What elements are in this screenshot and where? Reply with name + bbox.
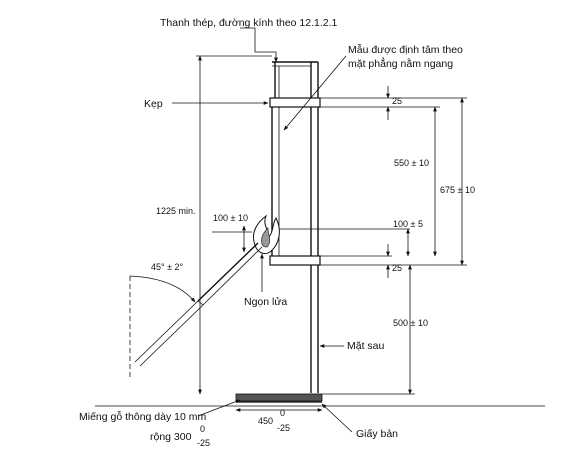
angle-indicator <box>129 275 196 380</box>
sample-centered-label-1: Mẫu được định tâm theo <box>348 43 463 56</box>
clamp-label: Kẹp <box>144 98 163 110</box>
wood-label-sup: 0 <box>200 424 205 434</box>
top-clamp <box>269 97 392 108</box>
width-sup: 0 <box>280 408 285 418</box>
angle-label: 45° ± 2° <box>151 262 184 272</box>
steel-bar-label: Thanh thép, đường kính theo 12.1.2.1 <box>160 17 338 29</box>
right-dimensions <box>279 86 467 395</box>
wood-label-sub: -25 <box>197 438 210 448</box>
back-face-label: Mặt sau <box>347 340 385 352</box>
height-dimension <box>196 55 272 395</box>
flame-dimension <box>212 225 252 253</box>
dim-500-label: 500 ± 10 <box>393 318 428 328</box>
dim-675-label: 675 ± 10 <box>440 185 475 195</box>
height-dimension-label: 1225 min. <box>156 206 196 216</box>
leader-lines <box>172 27 353 433</box>
dim-25-top-label: 25 <box>392 96 402 106</box>
wood-label-2: rộng 300 <box>150 431 192 443</box>
width-sub: -25 <box>277 423 290 433</box>
wood-plate <box>235 393 323 402</box>
flame-label: Ngọn lửa <box>244 296 287 308</box>
dim-550-label: 550 ± 10 <box>394 158 429 168</box>
width-label: 450 <box>258 416 273 426</box>
wood-label-1: Miếng gỗ thông dày 10 mm <box>79 410 206 423</box>
sample-centered-label-2: mặt phẳng nằm ngang <box>348 57 453 70</box>
dim-100-10-label: 100 ± 10 <box>213 213 248 223</box>
paper-label: Giấy bản <box>356 428 398 440</box>
dim-100-5-label: 100 ± 5 <box>393 219 423 229</box>
support-post <box>272 61 319 393</box>
steel-bar <box>274 62 280 98</box>
flame <box>252 214 280 255</box>
bottom-clamp <box>269 255 392 266</box>
dim-25-bottom-label: 25 <box>392 263 402 273</box>
